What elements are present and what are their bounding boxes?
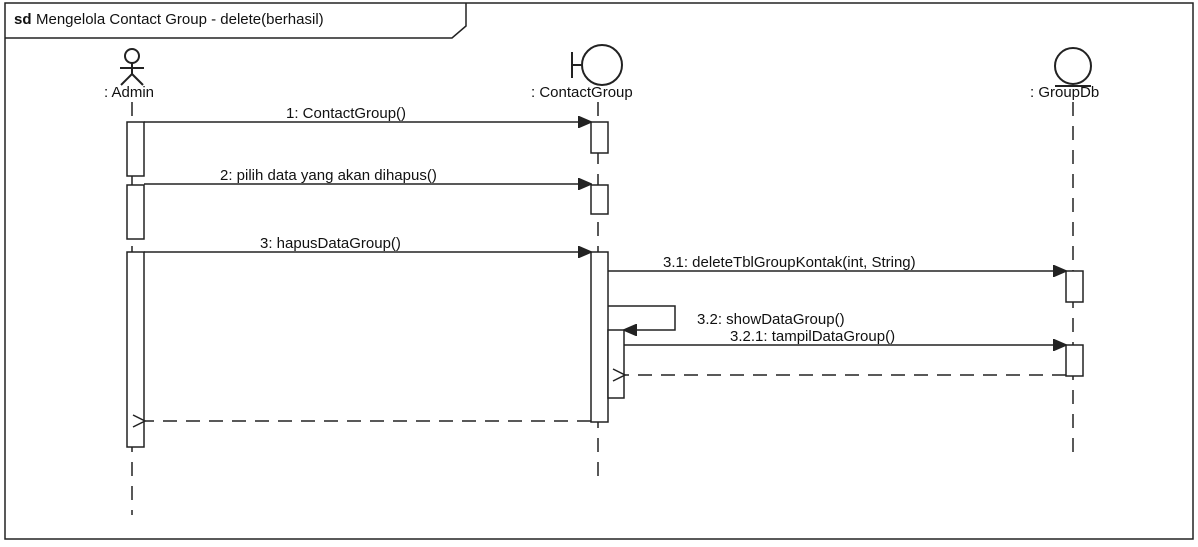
boundary-icon (571, 44, 623, 86)
admin-actor-icon (120, 48, 144, 86)
activation-contactgroup-3 (590, 251, 609, 423)
lifeline-label-groupdb: : GroupDb (1030, 84, 1099, 101)
message-label-3: 3: hapusDataGroup() (260, 235, 401, 252)
activation-admin-3 (126, 251, 145, 448)
lifeline-label-admin: : Admin (104, 84, 154, 101)
frame-keyword: sd (14, 11, 32, 28)
message-arrow-3-2-self (608, 305, 676, 330)
message-label-3-2-1: 3.2.1: tampilDataGroup() (730, 328, 895, 345)
frame-title-tab (5, 3, 467, 39)
activation-contactgroup-2 (590, 184, 609, 215)
activation-admin-2 (126, 184, 145, 240)
message-label-3-1: 3.1: deleteTblGroupKontak(int, String) (663, 254, 916, 271)
message-label-3-2: 3.2: showDataGroup() (697, 311, 845, 328)
frame-title: Mengelola Contact Group - delete(berhasi… (36, 11, 324, 28)
message-label-1: 1: ContactGroup() (286, 105, 406, 122)
entity-icon (1054, 47, 1092, 87)
lifeline-label-contactgroup: : ContactGroup (531, 84, 633, 101)
activation-contactgroup-1 (590, 121, 609, 154)
activation-groupdb-2 (1065, 344, 1084, 377)
frame-border (4, 2, 1194, 540)
message-label-2: 2: pilih data yang akan dihapus() (220, 167, 437, 184)
activation-contactgroup-nested (607, 329, 625, 399)
activation-groupdb-1 (1065, 270, 1084, 303)
activation-admin-1 (126, 121, 145, 177)
